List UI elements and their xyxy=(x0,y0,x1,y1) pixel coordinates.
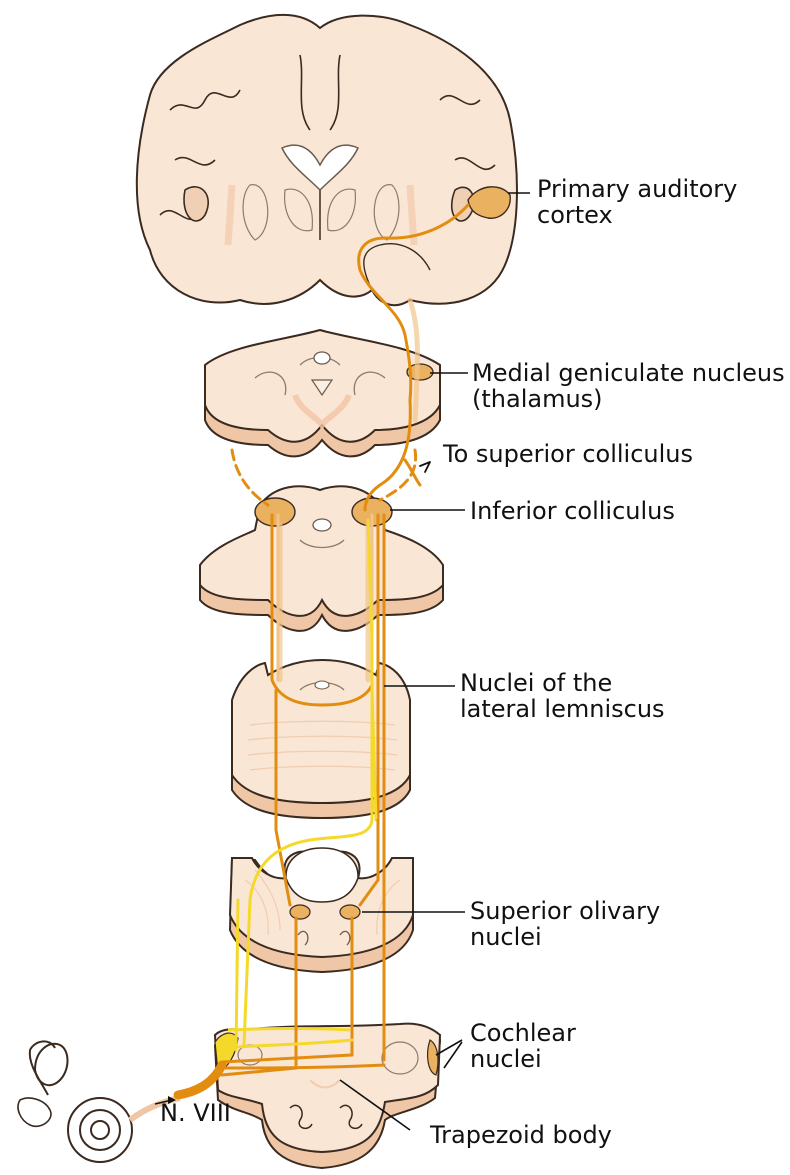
cochlear-nuclei-label: Cochlear nuclei xyxy=(470,1020,576,1072)
inferior-colliculus-label: Inferior colliculus xyxy=(470,498,675,524)
label-line: Inferior colliculus xyxy=(470,498,675,524)
label-line: nuclei xyxy=(470,924,660,950)
brain-coronal-section xyxy=(137,15,517,305)
label-line: Trapezoid body xyxy=(430,1122,612,1148)
label-line: Medial geniculate nucleus xyxy=(472,360,785,386)
superior-olive-section xyxy=(230,848,413,972)
inferior-colliculus-section xyxy=(200,486,443,631)
superior-olivary-label: Superior olivary nuclei xyxy=(470,898,660,950)
medial-geniculate-label: Medial geniculate nucleus (thalamus) xyxy=(472,360,785,412)
label-line: Cochlear xyxy=(470,1020,576,1046)
label-line: Nuclei of the xyxy=(460,670,665,696)
n-viii-label: N. VIII xyxy=(160,1100,231,1126)
trapezoid-body-label: Trapezoid body xyxy=(430,1122,612,1148)
label-line: cortex xyxy=(537,202,737,228)
to-superior-colliculus-label: To superior colliculus xyxy=(443,441,693,467)
label-line: To superior colliculus xyxy=(443,441,693,467)
label-line: nuclei xyxy=(470,1046,576,1072)
label-line: Superior olivary xyxy=(470,898,660,924)
label-line: lateral lemniscus xyxy=(460,696,665,722)
thalamic-midbrain-section xyxy=(205,330,440,456)
label-line: N. VIII xyxy=(160,1100,231,1126)
lateral-lemniscus-label: Nuclei of the lateral lemniscus xyxy=(460,670,665,722)
primary-auditory-cortex-label: Primary auditory cortex xyxy=(537,176,737,228)
inner-ear-cochlea xyxy=(18,1041,180,1162)
label-line: Primary auditory xyxy=(537,176,737,202)
label-line: (thalamus) xyxy=(472,386,785,412)
